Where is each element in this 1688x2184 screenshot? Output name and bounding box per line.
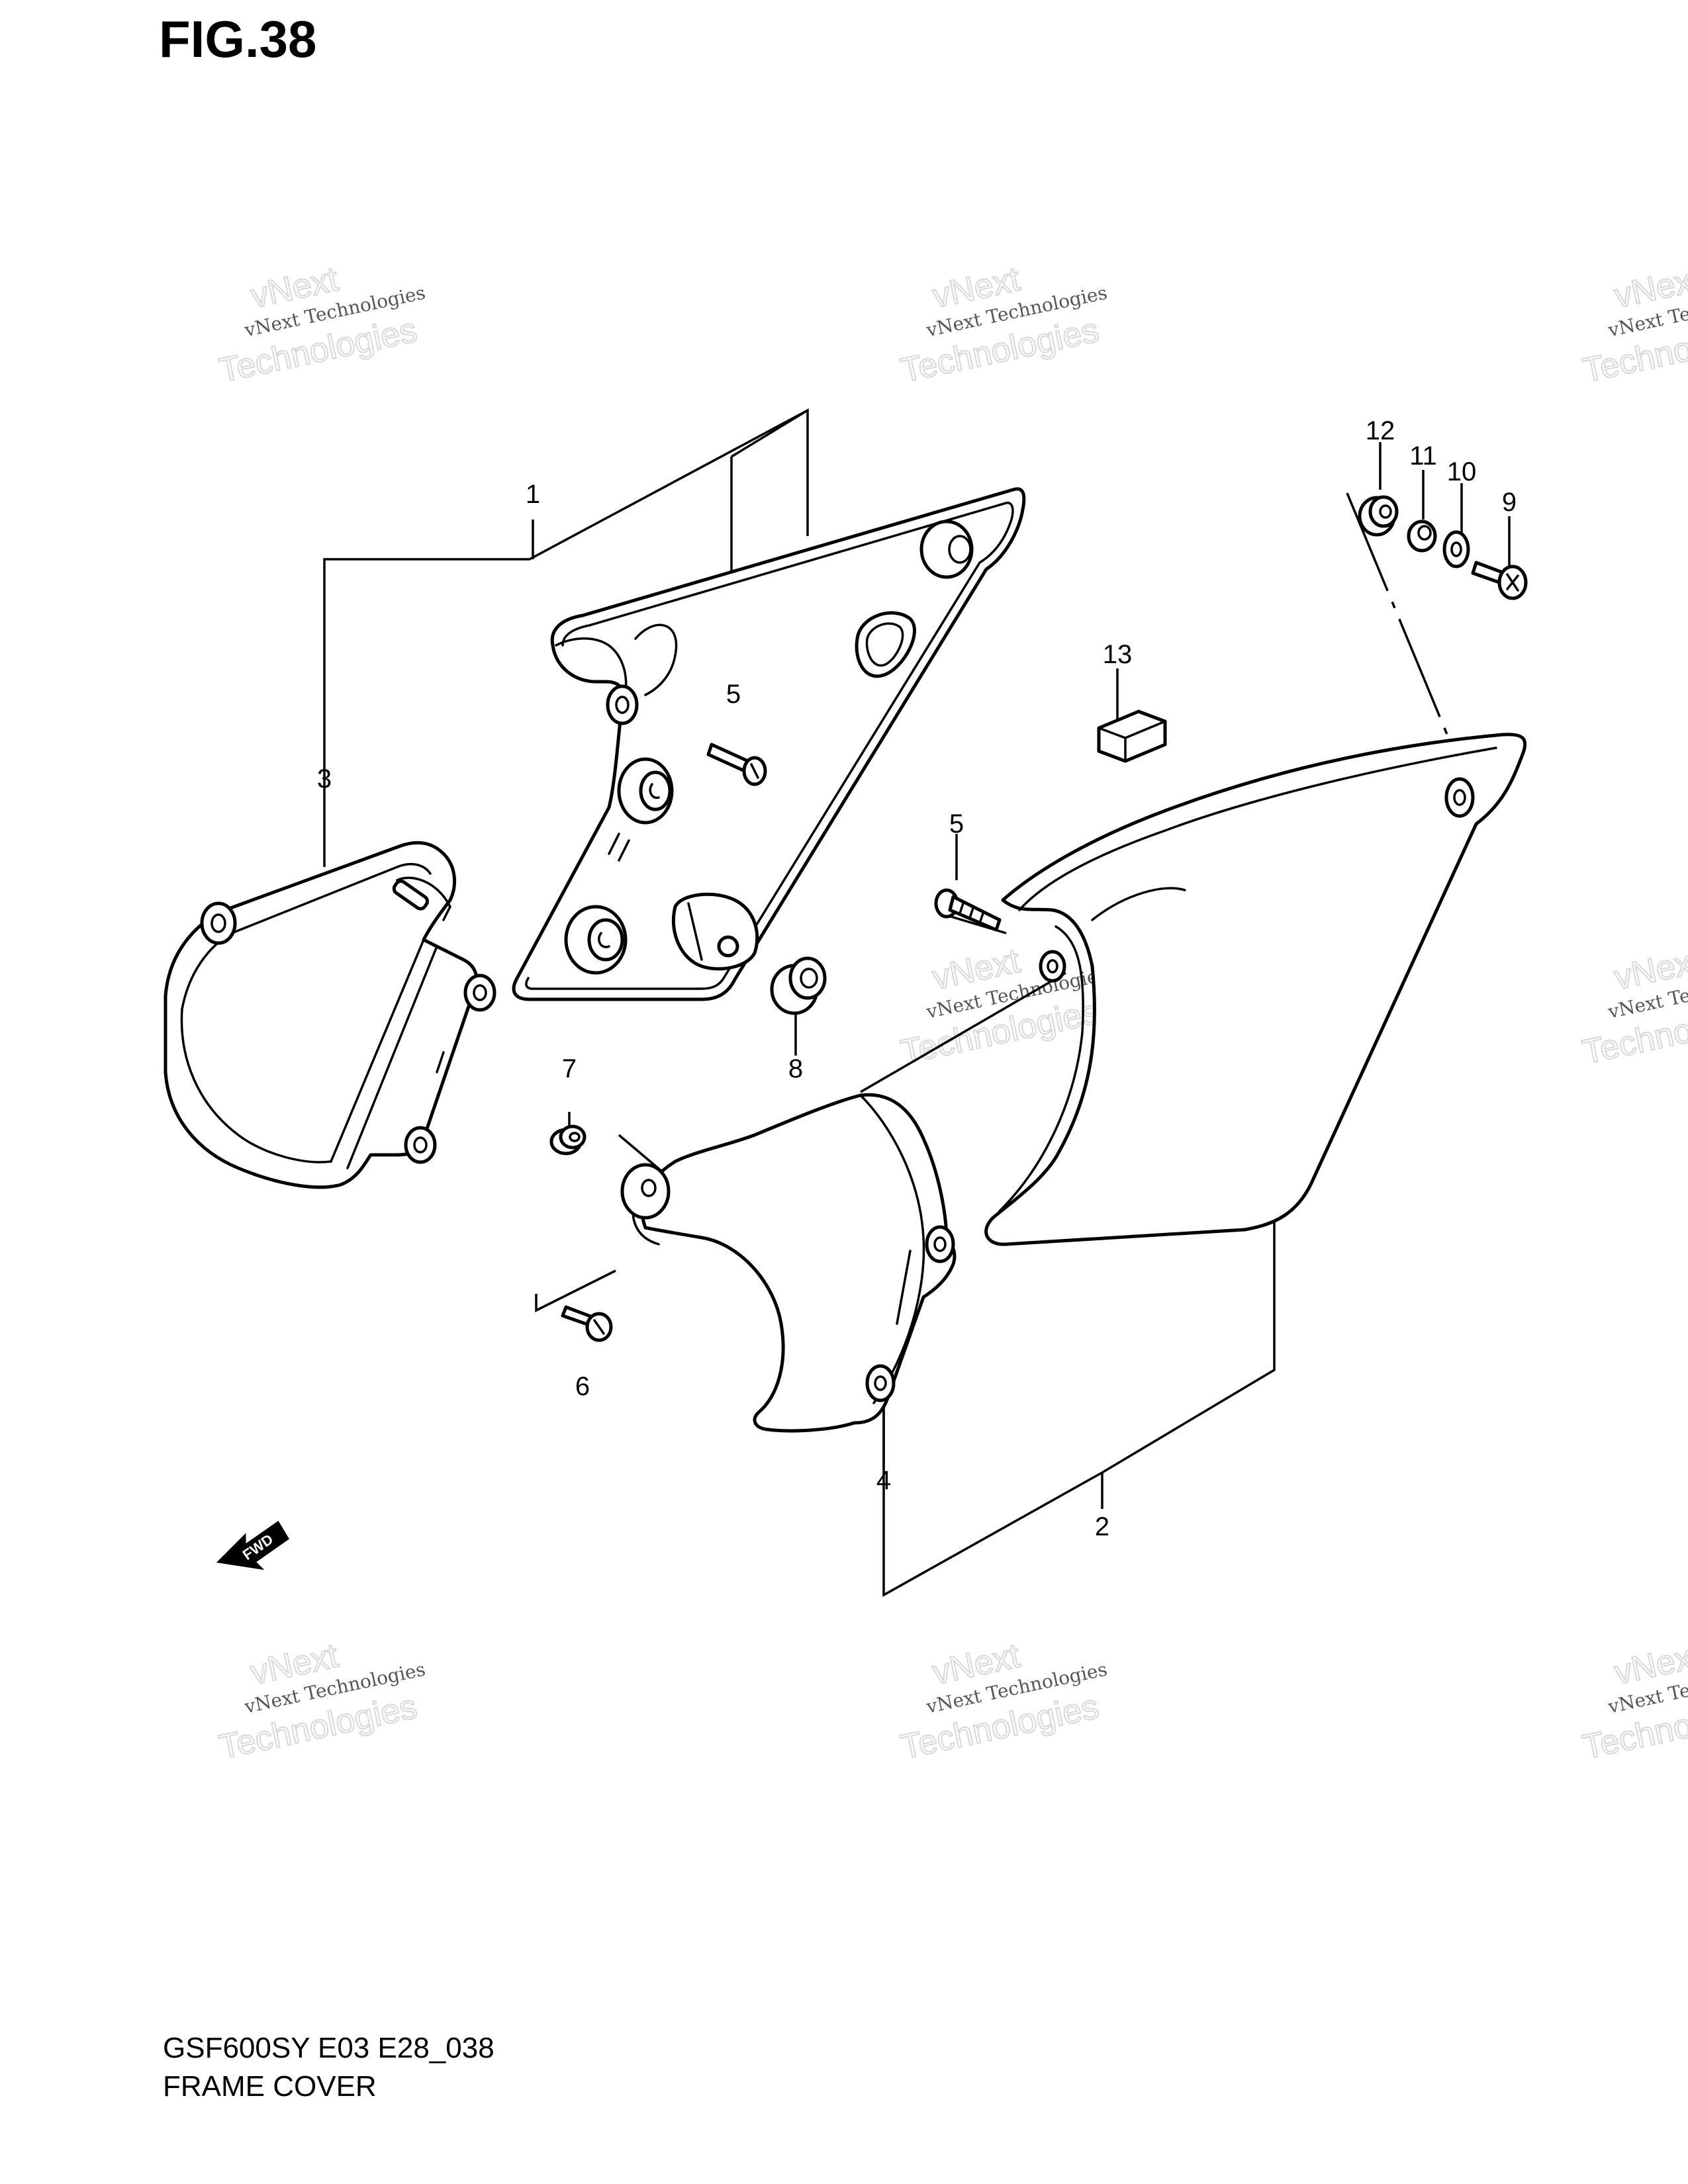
figure-code: GSF600SY E03 E28_038 (163, 2032, 494, 2064)
tapping-screw-5-right (934, 888, 1002, 932)
watermark-bottom-center: vNext vNext Technologies Technologies (897, 1636, 1109, 1768)
callout-8: 8 (788, 1054, 803, 1083)
callout-3: 3 (317, 764, 332, 794)
watermark-top-center: vNext vNext Technologies Technologies (897, 259, 1109, 391)
fwd-direction-arrow: FWD (216, 1520, 290, 1570)
callout-6: 6 (575, 1372, 590, 1401)
callout-10: 10 (1447, 457, 1477, 486)
callout-2: 2 (1095, 1512, 1109, 1541)
grommet-12 (1358, 495, 1399, 537)
callout-9: 9 (1502, 488, 1517, 517)
figure-name: FRAME COVER (163, 2070, 377, 2103)
callout-5-left: 5 (726, 680, 741, 709)
figure-title: FIG.38 (159, 10, 317, 68)
watermark-bottom-right: vNext vNext Technologies Technologies (1579, 1636, 1688, 1768)
screw-6 (561, 1305, 613, 1342)
watermark-top-right: vNext vNext Technologies Technologies (1579, 259, 1688, 391)
frame-cover-left (512, 487, 1026, 1001)
callout-4: 4 (876, 1466, 891, 1495)
tapping-screw-5-left (706, 743, 767, 786)
watermark-top-left: vNext vNext Technologies Technologies (215, 259, 428, 391)
grommet-8 (770, 956, 827, 1015)
frame-cover-right (984, 733, 1527, 1246)
callout-12: 12 (1366, 416, 1395, 445)
inner-cover-left (164, 841, 496, 1189)
callout-1: 1 (526, 480, 540, 509)
screw-9 (1471, 561, 1528, 600)
cushion-13 (1097, 709, 1167, 763)
callout-labels: 1 2 3 4 5 5 6 7 8 9 10 11 12 13 (317, 416, 1517, 1541)
callout-5-right: 5 (949, 809, 964, 839)
nut-7 (549, 1124, 586, 1156)
watermark-bottom-left: vNext vNext Technologies Technologies (215, 1636, 428, 1768)
callout-13: 13 (1103, 640, 1133, 669)
callout-7: 7 (562, 1054, 577, 1083)
washer-10 (1442, 530, 1470, 569)
collar-11 (1407, 520, 1437, 553)
watermark-mid-right: vNext vNext Technologies Technologies (1579, 941, 1688, 1073)
inner-cover-right (620, 1093, 957, 1433)
callout-11: 11 (1409, 441, 1437, 471)
